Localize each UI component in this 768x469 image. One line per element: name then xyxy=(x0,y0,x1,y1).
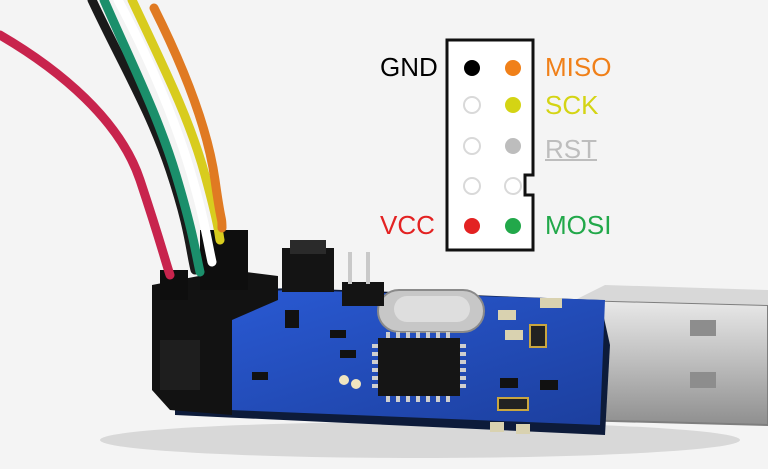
pcb xyxy=(152,230,610,435)
wire-white xyxy=(113,0,217,267)
usb-window-top xyxy=(690,320,716,336)
microcontroller-chip xyxy=(372,332,466,402)
pin-label-gnd: GND xyxy=(380,52,438,82)
usb-window-bottom xyxy=(690,372,716,388)
pin-label-vcc: VCC xyxy=(380,210,435,240)
smd-components xyxy=(252,298,562,434)
pin-label-miso: MISO xyxy=(545,52,612,82)
pin-label-mosi: MOSI xyxy=(545,210,612,240)
pin-rst-dot xyxy=(505,138,521,154)
pin-vcc-dot xyxy=(464,218,480,234)
jumper-headers xyxy=(282,240,384,306)
pin-label-sck: SCK xyxy=(545,90,599,120)
pin-empty-dot xyxy=(463,96,481,114)
pin-empty-dot xyxy=(504,177,522,195)
wire-orange xyxy=(149,3,227,233)
crystal-oscillator xyxy=(377,289,485,333)
pinout-diagram xyxy=(445,38,535,252)
pin-sck-dot xyxy=(505,97,521,113)
jumper-wires xyxy=(0,0,227,280)
pinout-header-outline xyxy=(445,38,535,252)
wire-red xyxy=(0,30,175,280)
pin-mosi-dot xyxy=(505,218,521,234)
wire-green xyxy=(99,0,205,277)
board-shadow xyxy=(100,422,740,458)
pin-miso-dot xyxy=(505,60,521,76)
pin-empty-dot xyxy=(463,137,481,155)
pin-gnd-dot xyxy=(464,60,480,76)
pin-label-rst: RST xyxy=(545,134,597,164)
pin-empty-dot xyxy=(463,177,481,195)
